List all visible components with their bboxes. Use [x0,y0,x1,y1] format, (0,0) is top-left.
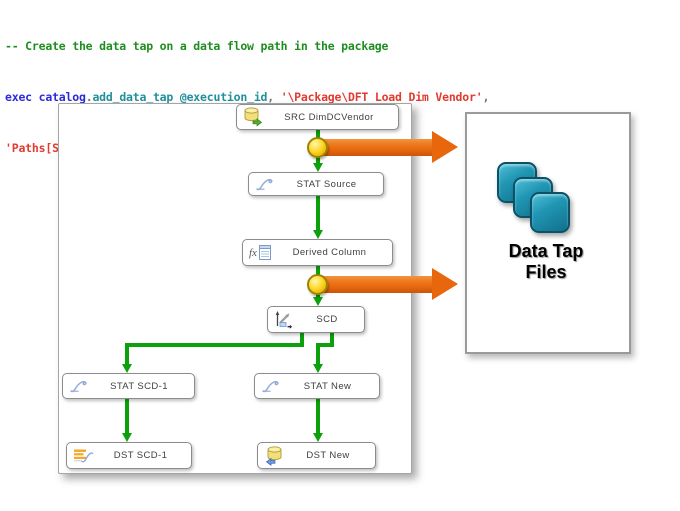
arrowhead-icon [313,163,323,172]
data-tap-files-label-line1: Data Tap [508,241,584,261]
sql-string-package-path: '\Package\DFT Load Dim Vendor' [280,90,483,104]
node-label: SRC DimDCVendor [284,111,374,123]
sql-space [173,90,180,104]
tap-point-icon-2 [307,274,328,295]
connector-scd-to-statnew [316,343,320,364]
file-icon [530,192,570,233]
connector-statsource-to-derived [316,196,320,230]
sql-comment-line: -- Create the data tap on a data flow pa… [5,38,489,55]
data-tap-arrowhead-icon [432,131,458,163]
sql-schema: catalog [38,90,86,104]
connector-statscd1-to-dstscd1 [125,399,129,433]
data-tap-files-label-line2: Files [525,262,567,282]
connector-scd-to-statnew [330,333,334,347]
node-src-dimdcvendor: SRC DimDCVendor [236,104,399,130]
data-tap-files-label: Data Tap Files [466,241,626,283]
sql-dot: . [85,90,93,104]
flatfile-dest-icon [73,448,94,464]
arrowhead-icon [313,433,323,442]
tap-point-icon-1 [307,137,328,158]
scd-icon [274,310,294,329]
rowcount-icon [261,379,280,394]
data-tap-arrowhead-icon [432,268,458,300]
arrowhead-icon [313,230,323,239]
data-tap-arrow-2 [320,276,433,293]
node-dst-scd-1: DST SCD-1 [66,442,192,469]
arrowhead-icon [122,364,132,373]
sql-proc-name: add_data_tap [92,90,174,104]
sql-comma: , [267,90,281,104]
sql-parameter: @execution_id [179,90,268,104]
arrowhead-icon [122,433,132,442]
database-source-icon [243,107,264,127]
rowcount-icon [69,379,88,394]
node-label: DST SCD-1 [113,450,168,461]
node-dst-new: DST New [257,442,376,469]
node-label: STAT New [303,380,352,392]
connector-scd-to-statscd1 [300,333,304,347]
node-stat-source: STAT Source [248,172,384,196]
node-label: STAT Source [296,178,357,190]
connector-scd-to-statnew [316,343,334,347]
node-stat-scd-1: STAT SCD-1 [62,373,195,399]
node-stat-new: STAT New [254,373,380,399]
data-tap-arrow-1 [320,139,433,156]
node-derived-column: fx Derived Column [242,239,393,266]
arrowhead-icon [313,364,323,373]
node-label: STAT SCD-1 [110,380,168,392]
connector-statnew-to-dstnew [316,399,320,433]
connector-scd-to-statscd1 [125,343,129,364]
node-scd: SCD [267,306,365,333]
sql-comment: -- Create the data tap on a data flow pa… [5,39,389,53]
node-label: SCD [316,314,338,325]
sql-exec-line: exec catalog.add_data_tap @execution_id,… [5,89,489,106]
sql-comma: , [482,90,490,104]
database-dest-icon [264,445,285,466]
node-label: Derived Column [292,247,367,258]
arrowhead-icon [313,297,323,306]
sql-keyword-exec: exec [5,90,39,104]
derived-column-icon: fx [249,245,271,260]
rowcount-icon [255,177,274,192]
data-tap-files-panel [465,112,631,354]
node-label: DST New [306,450,350,461]
connector-scd-to-statscd1 [125,343,304,347]
